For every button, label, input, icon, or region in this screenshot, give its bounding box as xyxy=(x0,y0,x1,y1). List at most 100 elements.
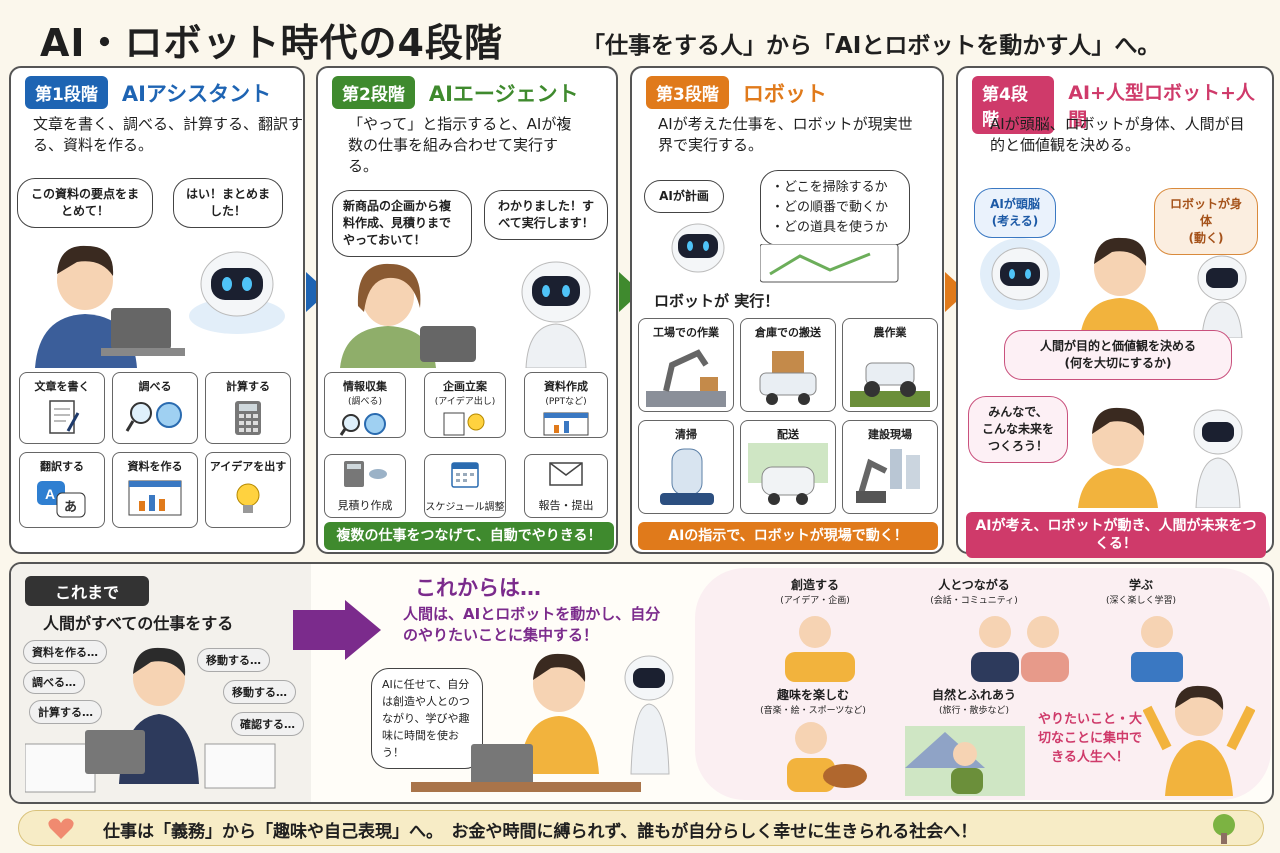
before-title: 人間がすべての仕事をする xyxy=(43,614,234,633)
page-subtitle: 「仕事をする人」から「AIとロボットを動かす人」へ。 xyxy=(582,33,1161,59)
flow-sub: (調べる) xyxy=(347,397,383,407)
document-icon xyxy=(49,400,80,434)
heart-icon xyxy=(48,818,74,839)
activity-sub: (音楽・絵・スポーツなど) xyxy=(760,706,866,716)
stage4-name: AI+人型ロボット+人間 xyxy=(1068,82,1255,131)
stage4-header: 第4段階 AI+人型ロボット+人間 xyxy=(972,76,1272,134)
stage3-badge: 第3段階 xyxy=(646,76,729,109)
flow-estimate: 見積り作成 xyxy=(324,454,406,518)
stage4-ai-bubble: AIが頭脳 (考える) xyxy=(974,188,1056,238)
robot-tile-construction: 建設現場 xyxy=(842,420,938,514)
stage3-banner: AIの指示で、ロボットが現場で動く！ xyxy=(638,522,938,550)
activity-label: 学ぶ xyxy=(1128,578,1153,592)
stage4-together-bubble: みんなで、 こんな未来を つくろう！ xyxy=(968,396,1068,463)
stage1-badge: 第1段階 xyxy=(25,76,108,109)
stage2-header: 第2段階 AIエージェント xyxy=(332,76,579,109)
robot-tile-delivery: 配送 xyxy=(740,420,836,514)
tile-calculate: 計算する xyxy=(205,372,291,444)
flow-label: 資料作成 xyxy=(544,380,588,393)
person-laptop-illustration xyxy=(35,245,185,368)
flow-report: 報告・提出 xyxy=(524,454,608,518)
stressed-worker-illustration xyxy=(25,647,276,793)
stage3-plan-bubble: AIが計画 xyxy=(644,180,724,213)
stage4-banner: AIが考え、ロボットが動き、人間が未来をつくる！ xyxy=(966,512,1266,558)
activity-sub: (深く楽しく学習) xyxy=(1105,596,1177,606)
activity-sub: (会話・コミュニティ) xyxy=(930,596,1018,606)
robot-tile-warehouse: 倉庫での搬送 xyxy=(740,318,836,412)
stage1-panel: 第1段階 AIアシスタント 文章を書く、調べる、計算する、翻訳する、資料を作る。… xyxy=(9,66,305,554)
stage2-ai-bubble: わかりました！すべて実行します！ xyxy=(484,190,608,240)
before-section: これまで 人間がすべての仕事をする 資料を作る… 調べる… 計算する… 移動する… xyxy=(11,564,311,802)
after-label: これからは… xyxy=(415,576,541,600)
svg-text:A: A xyxy=(45,486,55,502)
activity-hobby: 趣味を楽しむ(音楽・絵・スポーツなど) xyxy=(743,686,883,716)
thought-bubble: 調べる… xyxy=(23,670,85,694)
stage3-name: ロボット xyxy=(742,81,827,106)
activity-label: 自然とふれあう xyxy=(931,688,1016,702)
stage4-description: AIが頭脳、ロボットが身体、人間が目的と価値観を決める。 xyxy=(990,115,1245,154)
stage4-badge: 第4段階 xyxy=(972,76,1055,134)
activity-label: 創造する xyxy=(790,578,839,592)
tile-research: 調べる xyxy=(112,372,198,444)
robot-tile-factory: 工場での作業 xyxy=(638,318,734,412)
presentation-icon xyxy=(128,480,182,516)
tile-label: 配送 xyxy=(777,428,799,441)
activity-label: 人とつながる xyxy=(938,578,1010,592)
flow-label: 見積り作成 xyxy=(337,499,393,512)
tile-write: 文章を書く xyxy=(19,372,105,444)
stage3-plan-list: ・どこを掃除するか ・どの順番で動くか ・どの道具を使うか xyxy=(760,170,910,246)
tile-make-docs: 資料を作る xyxy=(112,452,198,528)
after-bubble: AIに任せて、自分は創造や人とのつながり、学びや趣味に時間を使おう！ xyxy=(371,668,483,769)
flow-planning: 企画立案(アイデア出し) xyxy=(424,372,506,438)
activity-sub: (旅行・散歩など) xyxy=(938,706,1010,716)
svg-text:あ: あ xyxy=(64,500,77,515)
activities-top-illustrations xyxy=(785,616,1183,682)
relaxed-person-robot-illustration xyxy=(411,653,674,792)
tile-label: 翻訳する xyxy=(40,460,84,473)
planning-robot-illustration xyxy=(671,223,725,273)
stage4-human-bubble: 人間が目的と価値観を決める (何を大切にするか) xyxy=(1004,330,1232,380)
delivery-robot-icon xyxy=(748,443,828,505)
plan-item: ・どの道具を使うか xyxy=(771,220,889,235)
stage4-robot-bubble: ロボットが身体 (動く) xyxy=(1154,188,1258,255)
flow-label: 企画立案 xyxy=(443,380,487,393)
stage2-user-bubble: 新商品の企画から複料作成、見積りまでやっておいて！ xyxy=(332,190,472,257)
stage2-badge: 第2段階 xyxy=(332,76,415,109)
stage2-name: AIエージェント xyxy=(428,81,579,106)
tile-label: 計算する xyxy=(226,380,270,393)
calendar-icon xyxy=(451,462,479,488)
translate-icon: Aあ xyxy=(37,481,86,518)
future-panel: これまで 人間がすべての仕事をする 資料を作る… 調べる… 計算する… 移動する… xyxy=(9,562,1274,804)
flow-label: 情報収集 xyxy=(343,380,387,393)
stage1-ai-bubble: はい！まとめました！ xyxy=(173,178,283,228)
search-icon xyxy=(125,402,182,432)
together-illustration xyxy=(1078,407,1243,508)
woman-and-robot-illustration xyxy=(340,261,591,368)
ai-human-robot-illustration xyxy=(980,237,1247,338)
thought-bubble: 移動する… xyxy=(223,680,296,704)
stage3-exec-label: ロボットが 実行！ xyxy=(654,292,780,310)
closing-message: やりたいこと・大切なことに集中できる人生へ！ xyxy=(1037,712,1142,765)
flow-document-creation: 資料作成(PPTなど) xyxy=(524,372,608,438)
tile-label: 農作業 xyxy=(873,326,907,339)
stage1-user-bubble: この資料の要点をまとめて！ xyxy=(17,178,153,228)
stage1-name: AIアシスタント xyxy=(121,81,272,106)
plan-map-screen xyxy=(760,244,899,283)
calculator-icon xyxy=(344,461,387,487)
before-label: これまで xyxy=(25,576,150,606)
stage3-robot-tiles: 工場での作業 倉庫での搬送 農作業 清掃 配送 建設現場 xyxy=(638,318,938,518)
cleaning-robot-icon xyxy=(660,448,714,505)
thought-bubble: 確認する… xyxy=(231,712,304,736)
flow-label: スケジュール調整 xyxy=(425,502,505,513)
activity-create: 創造する(アイデア・企画) xyxy=(755,576,875,606)
big-arrow-icon xyxy=(345,600,381,660)
thought-bubble: 計算する… xyxy=(29,700,102,724)
tile-ideas: アイデアを出す xyxy=(205,452,291,528)
stage4-panel: 第4段階 AI+人型ロボット+人間 AIが頭脳、ロボットが身体、人間が目的と価値… xyxy=(956,66,1274,558)
cheering-person-illustration xyxy=(1143,685,1255,796)
stage2-description: 「やって」と指示すると、AIが複数の仕事を組み合わせて実行する。 xyxy=(348,115,572,175)
mail-icon xyxy=(549,462,583,486)
tile-label: 調べる xyxy=(138,380,172,393)
tree-icon xyxy=(1213,814,1235,844)
